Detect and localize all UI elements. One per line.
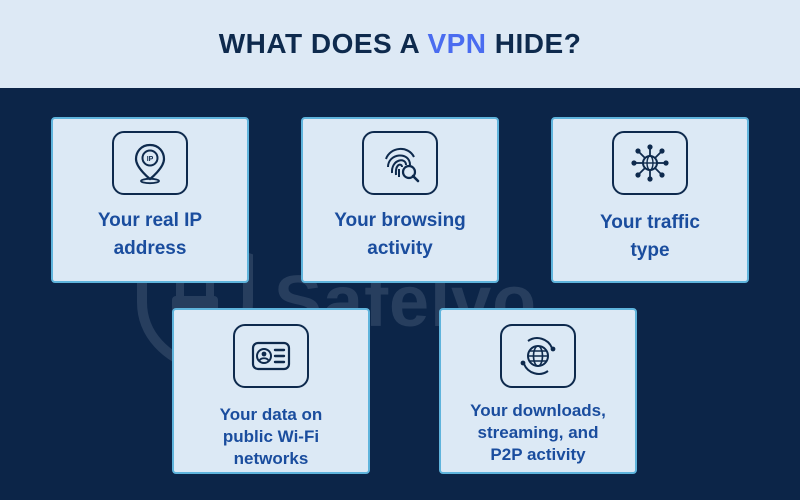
- title-suffix: HIDE?: [486, 28, 582, 59]
- icon-frame: [233, 324, 309, 388]
- page-title: WHAT DOES A VPN HIDE?: [219, 28, 582, 60]
- card-label: Your browsing activity: [334, 207, 466, 263]
- label-line: public Wi-Fi: [222, 427, 320, 446]
- fingerprint-search-icon: [385, 148, 420, 183]
- icon-frame: IP: [112, 131, 188, 195]
- label-line: Your downloads,: [470, 401, 606, 420]
- label-line: activity: [367, 238, 433, 259]
- header-banner: WHAT DOES A VPN HIDE?: [0, 0, 800, 88]
- label-line: Your real IP: [97, 210, 203, 231]
- icon-frame: [500, 324, 576, 388]
- label-line: type: [630, 240, 670, 261]
- label-line: Your browsing: [334, 210, 466, 231]
- card-real-ip: IP Your real IP address: [51, 117, 249, 283]
- label-line: Your data on: [219, 405, 323, 424]
- card-public-wifi: Your data on public Wi-Fi networks: [172, 308, 370, 474]
- label-line: P2P activity: [490, 445, 586, 464]
- network-globe-icon: [631, 144, 669, 182]
- location-pin-ip-icon: IP: [134, 143, 166, 185]
- card-label: Your real IP address: [98, 207, 202, 263]
- svg-text:IP: IP: [147, 156, 154, 163]
- label-line: address: [113, 238, 187, 259]
- label-line: networks: [233, 449, 309, 468]
- card-traffic-type: Your traffic type: [551, 117, 749, 283]
- globe-sync-icon: [520, 337, 556, 375]
- title-accent: VPN: [427, 28, 487, 59]
- label-line: streaming, and: [477, 423, 599, 442]
- icon-frame: [612, 131, 688, 195]
- title-prefix: WHAT DOES A: [218, 28, 428, 59]
- id-card-icon: [251, 341, 291, 371]
- icon-frame: [362, 131, 438, 195]
- label-line: Your traffic: [600, 212, 700, 233]
- card-downloads-p2p: Your downloads, streaming, and P2P activ…: [439, 308, 637, 474]
- card-label: Your traffic type: [600, 209, 700, 265]
- card-label: Your data on public Wi-Fi networks: [220, 404, 323, 470]
- card-label: Your downloads, streaming, and P2P activ…: [470, 400, 606, 466]
- card-browsing-activity: Your browsing activity: [301, 117, 499, 283]
